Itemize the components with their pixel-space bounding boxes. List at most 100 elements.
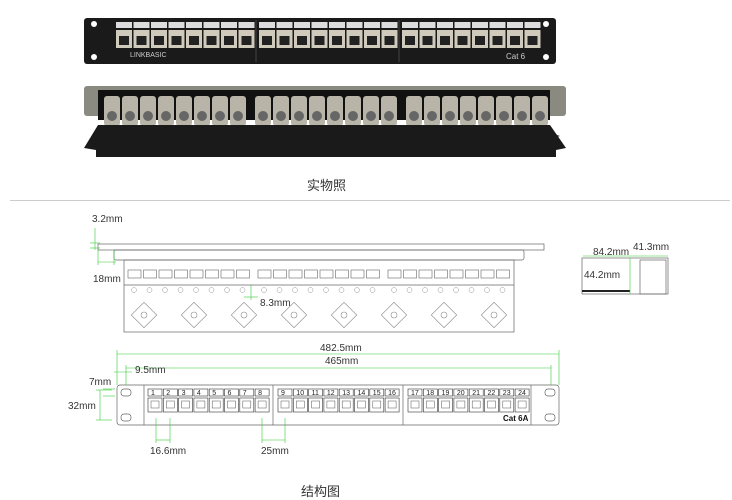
rear-jack-cable-entry [179, 111, 189, 121]
front-port-number: 9 [281, 390, 285, 397]
top-view-drawing [97, 243, 545, 333]
top-view-hole [323, 287, 329, 293]
front-rj45-port [453, 397, 469, 413]
photo-port-label-strip [381, 22, 398, 28]
top-view-jack [257, 269, 272, 279]
drawing-caption: 结构图 [301, 485, 341, 500]
photo-rj45-opening [440, 36, 450, 45]
front-port-label-box [407, 388, 423, 397]
top-view-hole [146, 287, 153, 293]
photo-port-label-strip [329, 22, 345, 28]
front-port-label-box [239, 388, 255, 397]
top-view-jack [418, 269, 433, 279]
front-rj45-opening [410, 400, 420, 409]
front-port-label-box [323, 388, 339, 397]
front-rj45-port [499, 397, 515, 413]
rear-jack-cable-entry [330, 111, 340, 121]
front-port-number: 20 [457, 390, 465, 397]
top-view-vent-center [490, 311, 498, 319]
front-port-label-box [338, 388, 354, 397]
rear-jack-cable-entry [517, 111, 527, 121]
photo-rj45-opening [367, 36, 377, 45]
top-view-hole [338, 287, 345, 293]
front-port-number: 21 [472, 390, 480, 397]
front-port-number: 10 [296, 390, 304, 397]
dim-16-6mm: 16.6mm [150, 446, 186, 457]
top-view-hole [406, 287, 413, 293]
front-rj45-opening [487, 400, 496, 409]
rear-jack-cable-entry [294, 111, 304, 121]
front-cat-label: Cat 6 [506, 52, 526, 61]
photo-rj45-opening [384, 36, 395, 45]
rear-jack-cable-entry [276, 111, 286, 121]
top-view-jack [403, 269, 417, 279]
front-rj45-port [338, 397, 354, 413]
rear-jack-cable-entry [535, 111, 545, 121]
top-view-hole [369, 287, 376, 293]
front-rj45-opening [456, 400, 466, 409]
front-rj45-port [369, 397, 385, 413]
front-rj45-opening [341, 400, 351, 409]
top-view-vent [180, 301, 208, 329]
rear-jack-cable-entry [197, 111, 207, 121]
dim-482-5mm: 482.5mm [320, 343, 362, 354]
photo-port-label-strip [221, 22, 237, 28]
top-view-jack [496, 269, 510, 279]
photo-port-label-strip [151, 22, 167, 28]
front-port-number: 19 [442, 390, 450, 397]
top-view-jack [480, 269, 495, 279]
top-view-vent [230, 301, 258, 329]
front-rj45-opening [311, 400, 320, 409]
photo-rj45-opening [492, 36, 503, 45]
top-view-hole [391, 287, 397, 293]
top-view-hole [468, 287, 475, 293]
front-rj45-opening [471, 400, 481, 409]
front-panel-photo: LINKBASIC Cat 6 [84, 18, 556, 64]
front-port-number: 8 [258, 390, 262, 397]
front-rj45-opening [150, 400, 160, 409]
dim-3-2mm: 3.2mm [92, 214, 123, 225]
top-view-hole [422, 287, 428, 293]
dim-44-2mm: 44.2mm [584, 270, 620, 281]
top-view-vent [280, 301, 308, 329]
photo-port-label-strip [402, 22, 418, 28]
dim-7mm: 7mm [89, 377, 111, 388]
photo-port-label-strip [168, 22, 185, 28]
dim-465mm: 465mm [325, 356, 358, 367]
photo-rj45-opening [422, 36, 433, 45]
front-port-label-box [384, 388, 400, 397]
top-view-vent-center [440, 311, 448, 319]
rear-jack-cable-entry [107, 111, 117, 121]
photo-port-label-strip [364, 22, 380, 28]
photo-rj45-opening [510, 36, 520, 45]
front-rj45-opening [227, 400, 236, 409]
top-view-hole [261, 287, 267, 293]
photo-port-label-strip [489, 22, 506, 28]
rear-jack-cable-entry [161, 111, 171, 121]
front-rj45-port [208, 397, 224, 413]
front-port-label-box [499, 388, 515, 397]
front-rj45-port [354, 397, 369, 413]
rear-jack-cable-entry [463, 111, 473, 121]
photo-rj45-opening [171, 36, 182, 45]
dim-8-3mm: 8.3mm [260, 298, 291, 309]
top-view-hole [292, 287, 298, 293]
photo-port-label-strip [203, 22, 220, 28]
photo-rj45-opening [527, 36, 538, 45]
top-view-hole [453, 287, 459, 293]
photo-port-label-strip [454, 22, 471, 28]
front-port-number: 24 [518, 390, 526, 397]
photo-port-label-strip [186, 22, 202, 28]
top-view-vent-center [190, 311, 198, 319]
dim-84-2mm: 84.2mm [593, 247, 629, 258]
front-port-number: 18 [426, 390, 434, 397]
front-rj45-port [239, 397, 255, 413]
front-port-number: 13 [342, 390, 350, 397]
rear-jack-cable-entry [312, 111, 322, 121]
rear-jack-cable-entry [366, 111, 376, 121]
top-view-hole [224, 287, 230, 293]
dimension-lines [90, 228, 668, 443]
photo-rj45-opening [206, 36, 217, 45]
front-view-drawing [116, 384, 560, 426]
rear-jack-cable-entry [481, 111, 491, 121]
